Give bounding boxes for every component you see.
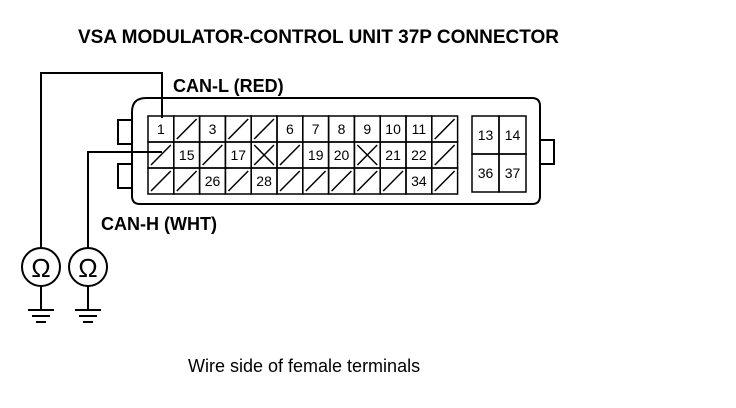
ohmmeter-can-l: Ω: [21, 247, 61, 323]
unused-pin-slash: [305, 170, 327, 192]
pin-number: 13: [478, 127, 494, 143]
pin-number: 36: [478, 165, 494, 181]
right-latch: [539, 139, 555, 165]
ohm-icon: Ω: [78, 253, 97, 283]
pin-number: 11: [412, 121, 427, 137]
unused-pin-slash: [150, 170, 172, 192]
pin-cell: 13: [471, 115, 500, 155]
pin-cell: 11: [405, 115, 433, 143]
pin-number: 21: [385, 147, 401, 163]
ohm-icon: Ω: [31, 253, 50, 283]
pin-cell: 3: [198, 115, 227, 143]
blocked-pin-cross: [356, 144, 378, 166]
ohmmeter-can-h: Ω: [68, 247, 108, 323]
pin-cell: [276, 167, 304, 195]
pin-number: 20: [334, 147, 350, 163]
pin-cell: 20: [327, 141, 356, 169]
pin-number: 7: [312, 121, 320, 137]
pin-cell: 1: [147, 115, 175, 143]
pin-cell: 10: [379, 115, 407, 143]
pin-cell: [250, 115, 278, 143]
right-pin-block: 13 14 36 37: [471, 115, 527, 193]
unused-pin-slash: [227, 170, 249, 192]
blocked-pin-cross: [253, 144, 275, 166]
pin-cell: [353, 141, 381, 169]
pin-cell: 19: [302, 141, 330, 169]
pin-cell: 6: [276, 115, 304, 143]
can-h-label: CAN-H (WHT): [101, 214, 217, 234]
pin-cell: [147, 167, 175, 195]
unused-pin-slash: [279, 144, 301, 166]
pin-cell: 8: [327, 115, 356, 143]
pin-cell: [379, 167, 407, 195]
pin-number: 17: [231, 147, 247, 163]
pin-number: 19: [308, 147, 324, 163]
pin-cell: 28: [250, 167, 278, 195]
pin-cell: 17: [224, 141, 252, 169]
pin-cell: [173, 167, 201, 195]
unused-pin-slash: [434, 118, 456, 140]
pin-cell: [250, 141, 278, 169]
unused-pin-slash: [434, 170, 456, 192]
pin-number: 10: [385, 121, 401, 137]
pin-cell: 36: [471, 153, 500, 193]
pin-number: 3: [209, 121, 217, 137]
pin-cell: [224, 167, 252, 195]
pin-cell: [224, 115, 252, 143]
pin-cell: 7: [302, 115, 330, 143]
pin-cell: 15: [173, 141, 201, 169]
pin-number: 14: [505, 127, 521, 143]
pin-cell: [173, 115, 201, 143]
unused-pin-slash: [331, 170, 352, 192]
pin-cell: [147, 141, 175, 169]
pin-number: 37: [505, 165, 521, 181]
pin-cell: [327, 167, 356, 195]
diagram-caption: Wire side of female terminals: [188, 356, 420, 376]
pin-cell: 26: [198, 167, 227, 195]
unused-pin-slash: [176, 118, 198, 140]
pin-cell: [431, 115, 459, 143]
pin-number: 26: [205, 173, 221, 189]
connector-body: [117, 97, 555, 205]
unused-pin-slash: [279, 170, 301, 192]
left-latch-top: [117, 119, 133, 145]
pin-cell: [431, 141, 459, 169]
pin-cell: [431, 167, 459, 195]
pin-cell: [276, 141, 304, 169]
pin-cell: [302, 167, 330, 195]
pin-cell: 14: [498, 115, 527, 155]
diagram-title: VSA MODULATOR-CONTROL UNIT 37P CONNECTOR: [78, 27, 559, 48]
pin-cell: 22: [405, 141, 433, 169]
unused-pin-slash: [382, 170, 404, 192]
unused-pin-slash: [202, 144, 223, 166]
left-latch-bottom: [117, 163, 133, 189]
pin-cell: [353, 167, 381, 195]
can-h-wire: CAN-H (WHT): [87, 151, 217, 248]
can-l-label: CAN-L (RED): [173, 76, 284, 96]
unused-pin-slash: [356, 170, 378, 192]
pin-cell: 9: [353, 115, 381, 143]
unused-pin-slash: [227, 118, 249, 140]
pin-number: 28: [256, 173, 272, 189]
pin-number: 1: [157, 121, 165, 137]
pin-grid: 1 3 6 7 8 9 10 11 15 17 19 20 21 22 26 28 34: [147, 115, 459, 195]
pin-cell: 34: [405, 167, 433, 195]
pin-number: 34: [411, 173, 427, 189]
unused-pin-slash: [176, 170, 198, 192]
pin-number: 8: [338, 121, 346, 137]
pin-cell: [198, 141, 227, 169]
pin-number: 15: [179, 147, 195, 163]
pin-cell: 37: [498, 153, 527, 193]
unused-pin-slash: [150, 144, 172, 166]
can-l-wire: CAN-L (RED): [40, 72, 284, 248]
pin-number: 6: [286, 121, 294, 137]
unused-pin-slash: [253, 118, 275, 140]
pin-cell: 21: [379, 141, 407, 169]
pin-number: 22: [411, 147, 427, 163]
unused-pin-slash: [434, 144, 456, 166]
pin-number: 9: [363, 121, 371, 137]
